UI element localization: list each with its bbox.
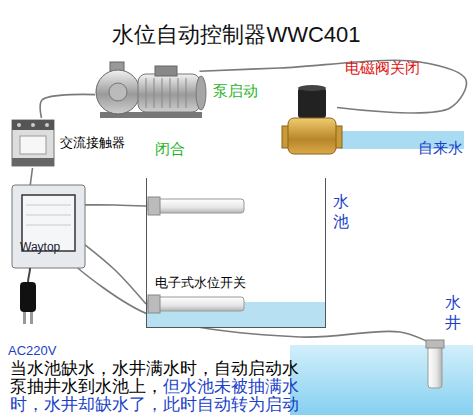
plug-illustration <box>20 268 36 324</box>
pump: 泵启动 <box>95 66 205 118</box>
power-cord <box>28 268 30 283</box>
terminal-box <box>155 66 177 76</box>
level-sensor <box>428 342 442 388</box>
wire-connector <box>40 94 95 118</box>
node-heading: 交流接触器 <box>60 135 125 151</box>
contactor: 交流接触器闭合 <box>10 118 55 168</box>
motor-end-cap <box>196 76 206 110</box>
solenoid-valve: 电磁阀关闭 <box>285 85 337 160</box>
terminal-screw <box>31 123 35 127</box>
valve-coil <box>298 88 326 118</box>
controller-case <box>12 185 85 268</box>
well-water <box>290 345 473 415</box>
node-heading: 水井 <box>445 293 462 333</box>
contactor-bottom <box>12 158 54 166</box>
pump-inlet <box>109 83 127 101</box>
terminal-screw <box>45 123 49 127</box>
description-paragraph: 当水池缺水，水井满水时，自动启动水泵抽井水到水池上，但水池未被抽满水时，水井却缺… <box>10 360 302 414</box>
motor-fins <box>146 78 186 108</box>
terminal-screw <box>17 123 21 127</box>
level-sensor <box>148 297 244 311</box>
node-heading: 水池 <box>333 192 350 232</box>
motor-body <box>138 74 200 112</box>
sensor-label: 电子式水位开关 <box>155 275 246 291</box>
node-heading: Waytop <box>20 240 60 254</box>
contactor-body <box>12 120 54 166</box>
tank-illustration <box>147 197 325 328</box>
wire-connector <box>78 268 435 345</box>
sensor-cap <box>148 197 160 215</box>
wire-connector <box>30 168 32 185</box>
diagram-title: 水位自动控制器WWC401 <box>0 22 473 48</box>
node-heading: 电磁阀关闭 <box>345 59 420 77</box>
wire-connector <box>85 245 146 304</box>
controller-illustration <box>12 185 85 268</box>
plug-prong <box>30 312 33 324</box>
well-illustration <box>290 340 473 415</box>
water-source-label: 自来水 <box>418 139 463 157</box>
wire-connector <box>200 60 467 113</box>
sensor-cap <box>148 295 160 313</box>
coil-cap <box>298 85 326 91</box>
contactor-terminals <box>12 120 54 130</box>
plug-body <box>20 282 36 312</box>
valve-body <box>288 118 336 154</box>
window-grid <box>26 205 71 225</box>
level-sensor <box>148 199 244 213</box>
water-tank: 水池 <box>146 178 326 328</box>
controller-box: Waytop <box>12 185 85 268</box>
sensor-cap <box>426 340 444 348</box>
pump-head <box>96 70 140 114</box>
water-well: 水井 <box>290 345 473 415</box>
power-label: AC220V <box>8 343 56 359</box>
contactor-face <box>20 136 46 154</box>
node-heading: 泵启动 <box>213 82 258 100</box>
wire-connector <box>85 205 146 206</box>
pump-illustration <box>96 62 206 118</box>
contactor-illustration <box>12 120 54 166</box>
plug-prong <box>23 312 26 324</box>
node-status: 闭合 <box>155 140 185 158</box>
